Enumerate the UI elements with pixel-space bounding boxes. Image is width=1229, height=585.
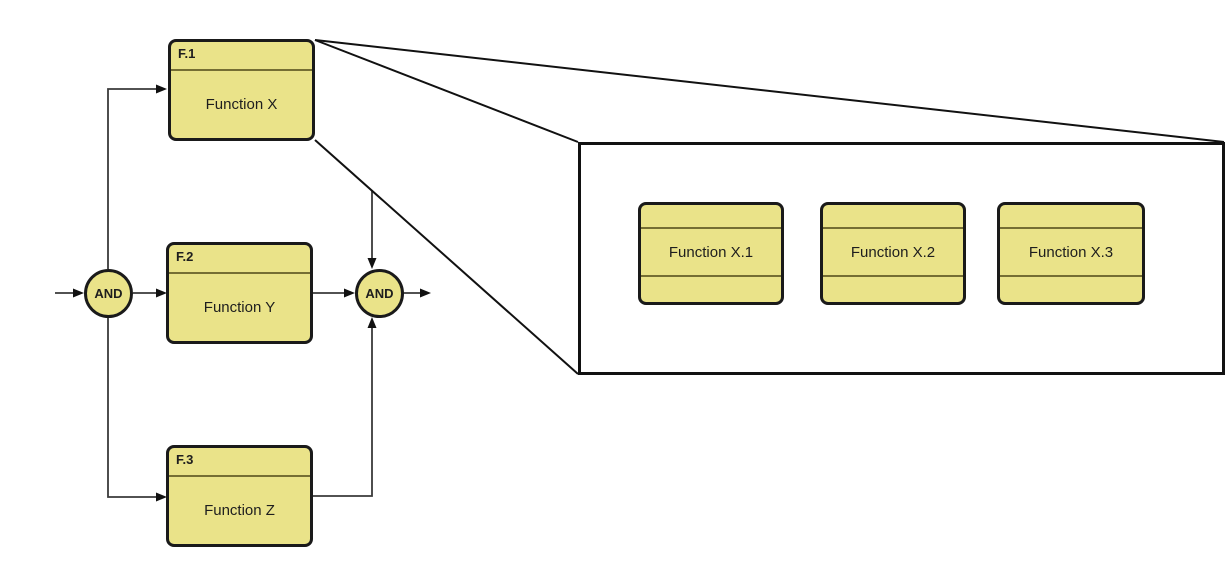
block-bottom-compartment	[823, 275, 963, 302]
arrowhead	[156, 492, 167, 502]
arrowhead	[156, 84, 167, 94]
and-gate-output: AND	[355, 269, 404, 318]
wire-and-to-f3	[107, 317, 156, 498]
block-code-label: F.1	[171, 42, 312, 71]
subfunction-block-x3: Function X.3	[997, 202, 1145, 305]
subfunction-block-x1: Function X.1	[638, 202, 784, 305]
and-gate-label: AND	[365, 286, 394, 301]
function-block-f2: F.2 Function Y	[166, 242, 313, 344]
block-bottom-compartment	[1000, 275, 1142, 302]
block-code-label: F.3	[169, 448, 310, 477]
block-name-label: Function X.1	[668, 243, 754, 261]
block-name-label: Function Z	[204, 502, 275, 519]
block-code-label: F.2	[169, 245, 310, 274]
arrowhead	[420, 288, 431, 298]
wire-and-to-f1	[107, 88, 156, 269]
function-block-f1: F.1 Function X	[168, 39, 315, 141]
subfunction-block-x2: Function X.2	[820, 202, 966, 305]
block-name-label: Function Y	[203, 299, 276, 316]
zoom-line-bottom	[314, 139, 579, 375]
block-top-compartment	[823, 205, 963, 229]
block-top-compartment	[1000, 205, 1142, 229]
block-top-compartment	[641, 205, 781, 229]
wire-f3-to-and	[313, 328, 373, 497]
arrowhead	[156, 288, 167, 298]
zoom-callout-lines	[314, 39, 1225, 375]
block-name-label: Function X	[205, 96, 278, 113]
arrowhead-down	[367, 258, 377, 269]
block-name-label: Function X.3	[1028, 243, 1114, 261]
and-gate-input: AND	[84, 269, 133, 318]
arrowhead-up	[367, 317, 377, 328]
block-bottom-compartment	[641, 275, 781, 302]
function-block-f3: F.3 Function Z	[166, 445, 313, 547]
zoom-line-top-left	[314, 39, 579, 143]
zoom-line-top-right	[314, 39, 1225, 143]
and-gate-label: AND	[94, 286, 123, 301]
arrowhead	[344, 288, 355, 298]
block-name-label: Function X.2	[850, 243, 936, 261]
arrowhead	[73, 288, 84, 298]
